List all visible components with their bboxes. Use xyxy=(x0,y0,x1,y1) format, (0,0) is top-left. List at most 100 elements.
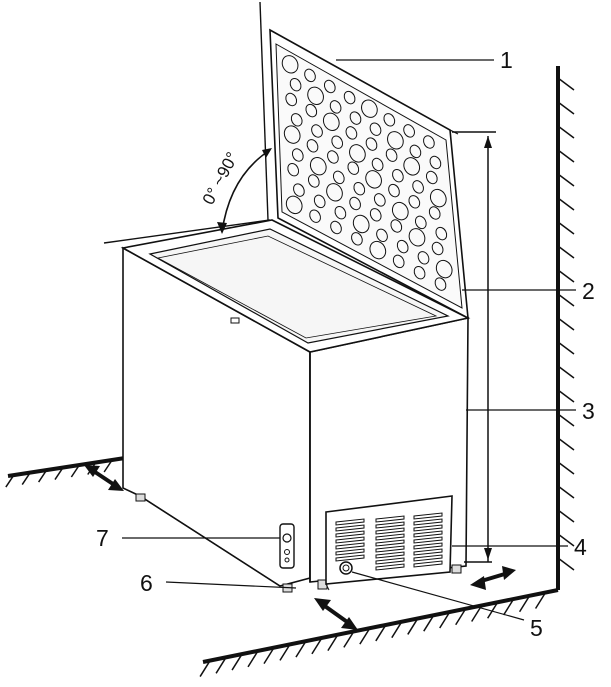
floor-hatch-mark xyxy=(375,624,387,642)
leader-line-5 xyxy=(351,571,525,621)
wall-hatch-mark xyxy=(557,389,575,403)
leader-lines xyxy=(122,59,576,621)
vent-slot xyxy=(413,548,443,556)
wall-hatch-mark xyxy=(557,221,575,235)
lid-circle xyxy=(388,183,400,198)
vent-slot xyxy=(375,527,405,535)
floor-hatch-mark xyxy=(407,618,419,635)
lid-circle xyxy=(349,144,366,163)
lid-circle xyxy=(365,170,382,189)
floor-hatch-mark xyxy=(21,472,31,485)
callout-7: 7 xyxy=(96,525,109,551)
lid-circle xyxy=(431,241,444,256)
floor-hatch-mark xyxy=(263,647,275,664)
lid-embossed-circles xyxy=(281,55,453,291)
vent-slot xyxy=(335,530,365,538)
lid-circle xyxy=(408,228,426,247)
wall-hatch-mark xyxy=(557,269,575,283)
lid-circle xyxy=(392,168,404,183)
floor-hatch-mark xyxy=(199,660,211,677)
floor-hatch-mark xyxy=(534,592,547,609)
lid-circle xyxy=(369,208,382,222)
lid-circle xyxy=(293,183,305,197)
lid-circle xyxy=(403,157,421,176)
lid-circle xyxy=(351,232,363,246)
floor-hatch-mark xyxy=(279,643,291,661)
wall-hatch-mark xyxy=(557,125,575,139)
wall-hatch-mark xyxy=(557,437,575,451)
floor-hatch-mark xyxy=(5,474,15,488)
wall-hatch-mark xyxy=(557,293,575,307)
vent-slot xyxy=(375,551,405,559)
callout-1: 1 xyxy=(500,47,513,73)
callout-numbers: 1 2 3 4 5 6 7 xyxy=(96,47,595,641)
vent-slot xyxy=(413,560,443,568)
vent-slot xyxy=(335,554,365,562)
floor-hatch-mark xyxy=(455,608,467,626)
clearance-arrow-left xyxy=(84,465,124,491)
lid-circle xyxy=(311,124,323,138)
freezer-lid xyxy=(269,28,469,320)
wall-hatch-mark xyxy=(557,533,575,547)
vent-slot xyxy=(375,521,405,529)
wall-hatch-mark xyxy=(557,341,575,355)
vent-slot xyxy=(413,542,443,550)
lid-circle xyxy=(327,150,339,164)
clearance-arrows xyxy=(84,465,516,630)
vent-slot xyxy=(413,524,443,532)
vent-slot xyxy=(335,524,365,532)
wall-hatch-mark xyxy=(557,365,575,379)
floor-hatch-mark xyxy=(247,650,259,668)
vent-slot xyxy=(413,518,443,526)
floor-hatch-mark xyxy=(215,656,227,674)
lid-circle xyxy=(390,219,403,233)
floor-hatch-mark xyxy=(439,611,451,629)
clearance-arrow-back xyxy=(470,566,516,590)
lid-circle xyxy=(383,113,396,127)
lid-circle xyxy=(387,131,404,150)
floor-hatch-mark xyxy=(54,467,64,480)
wall-hatch-mark xyxy=(557,317,575,331)
vent-slot xyxy=(413,536,443,544)
lid-circle xyxy=(403,124,415,138)
callout-4: 4 xyxy=(574,534,587,560)
lid-circle xyxy=(435,259,453,279)
lid-circle xyxy=(435,226,448,241)
lid-circle xyxy=(307,174,320,188)
lid-circle xyxy=(412,180,424,194)
lid-circle xyxy=(429,155,442,170)
leader-line-6 xyxy=(165,581,297,589)
vent-slot xyxy=(375,533,405,541)
vent-slot xyxy=(335,542,365,550)
lid-circle xyxy=(330,220,342,235)
lid-circle xyxy=(289,77,302,92)
vent-slot xyxy=(335,536,365,544)
lid-circle xyxy=(349,196,361,211)
wall-hatch-mark xyxy=(557,461,575,475)
lid-circle xyxy=(283,125,301,144)
wall-hatch-mark xyxy=(557,509,575,523)
floor xyxy=(5,456,559,677)
lid-circle xyxy=(334,205,347,220)
lid-circle xyxy=(331,135,344,149)
vent-slot xyxy=(375,557,405,565)
vent-slot xyxy=(413,554,443,562)
lid-circle xyxy=(305,103,318,118)
lid-circle xyxy=(332,170,345,185)
floor-hatch-mark xyxy=(70,464,80,478)
wall-hatch-mark xyxy=(557,149,575,163)
lid-circle xyxy=(281,55,299,74)
lid-circle xyxy=(371,157,384,172)
lid-circle xyxy=(417,251,430,265)
floor-hatch-mark xyxy=(327,634,339,652)
lid-circle xyxy=(392,254,405,269)
lid-circle xyxy=(352,214,370,234)
wall-hatch-mark xyxy=(557,413,575,427)
wall-hatch-mark xyxy=(557,77,575,91)
wall-hatch-mark xyxy=(557,245,575,259)
vent-slot xyxy=(375,515,405,523)
lid-circle xyxy=(304,68,316,83)
callout-6: 6 xyxy=(140,570,153,596)
lid-circle xyxy=(408,195,421,209)
